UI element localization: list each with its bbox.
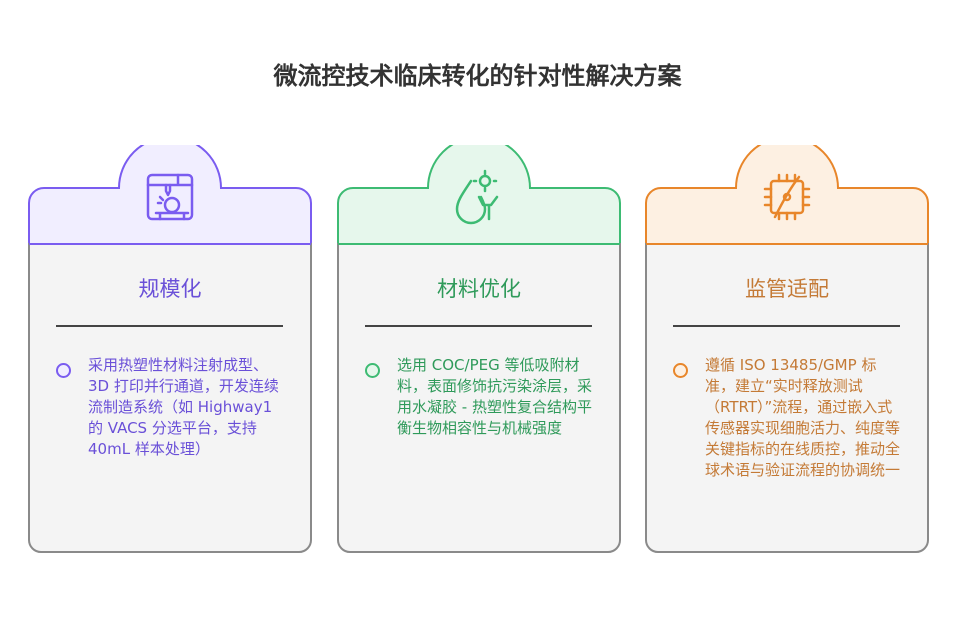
card-heading: 监管适配 [745,277,829,301]
solution-card: 规模化 采用热塑性材料注射成型、3D 打印并行通道，开发连续流制造系统（如 Hi… [28,145,312,555]
card-shape [337,145,621,553]
card-description: 遵循 ISO 13485/GMP 标准，建立“实时释放测试（RTRT）”流程，通… [705,356,901,479]
divider [365,325,592,327]
bullet-icon [56,363,71,378]
card-heading: 规模化 [138,277,202,301]
solution-card: 材料优化 选用 COC/PEG 等低吸附材料，表面修饰抗污染涂层，采用水凝胶 -… [337,145,621,555]
page-title: 微流控技术临床转化的针对性解决方案 [273,62,682,90]
bullet-icon [365,363,380,378]
droplet-hand-icon [455,169,499,225]
card-description: 采用热塑性材料注射成型、3D 打印并行通道，开发连续流制造系统（如 Highwa… [88,356,279,458]
3d-printer-icon [146,173,194,221]
divider [673,325,900,327]
card-description: 选用 COC/PEG 等低吸附材料，表面修饰抗污染涂层，采用水凝胶 - 热塑性复… [397,356,593,437]
card-heading: 材料优化 [437,277,521,301]
chip-icon [763,173,811,221]
solution-card: 监管适配 遵循 ISO 13485/GMP 标准，建立“实时释放测试（RTRT）… [645,145,929,555]
divider [56,325,283,327]
card-shape [28,145,312,553]
bullet-icon [673,363,688,378]
